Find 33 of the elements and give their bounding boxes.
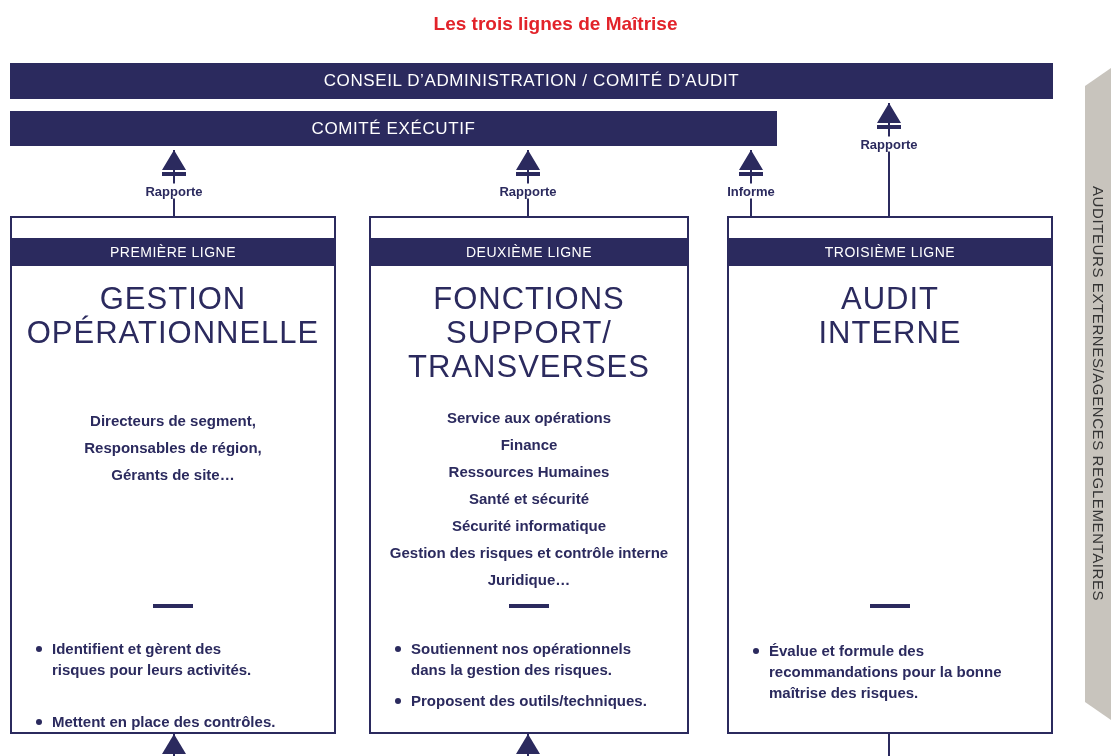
role-text: Gestion des risques et contrôle interne [388,543,670,563]
line-card [727,216,1053,734]
edge-label: Rapporte [497,183,559,199]
card-header: TROISIÈME LIGNE [729,238,1051,266]
role-text: Santé et sécurité [467,489,591,509]
arrow [162,733,186,756]
side-arrow-band [1085,68,1111,720]
role-text: Directeurs de segment, Responsables de région, Gérants de site… [83,411,263,485]
role-text: Finance [499,435,559,455]
card-title: AUDIT INTERNE [817,282,963,350]
bullet-item: Identifient et gèrent des risques pour leurs activités. [36,638,257,680]
role-text: Juridique… [486,570,572,590]
header-bar: COMITÉ EXÉCUTIF [10,111,777,146]
role-text: Ressources Humaines [447,462,611,482]
edge-label: Informe [725,183,777,199]
edge-label: Rapporte [858,136,920,152]
header-bar: CONSEIL D’ADMINISTRATION / COMITÉ D’AUDIT [10,63,1053,99]
role-text: Service aux opérations [445,408,613,428]
band-label: AUDITEURS EXTERNES/AGENCES REGLEMENTAIRES [1089,185,1108,604]
edge-label: Rapporte [143,183,205,199]
diagram-title: Les trois lignes de Maîtrise [432,13,679,35]
bullet-item: Proposent des outils/techniques. [395,690,671,711]
card-header: PREMIÈRE LIGNE [12,238,334,266]
bullet-item: Mettent en place des contrôles. [36,711,312,732]
card-title: FONCTIONS SUPPORT/ TRANSVERSES [407,282,651,384]
role-text: Sécurité informatique [450,516,608,536]
card-header: DEUXIÈME LIGNE [371,238,687,266]
line-card [369,216,689,734]
arrow [516,733,540,756]
bullet-item: Soutiennent nos opérationnels dans la gestion des risques. [395,638,661,680]
bullet-item: Évalue et formule des recommandations pour la bonne maîtrise des risques. [753,640,1004,703]
card-title: GESTION OPÉRATIONNELLE [25,282,321,350]
line-card [10,216,336,734]
